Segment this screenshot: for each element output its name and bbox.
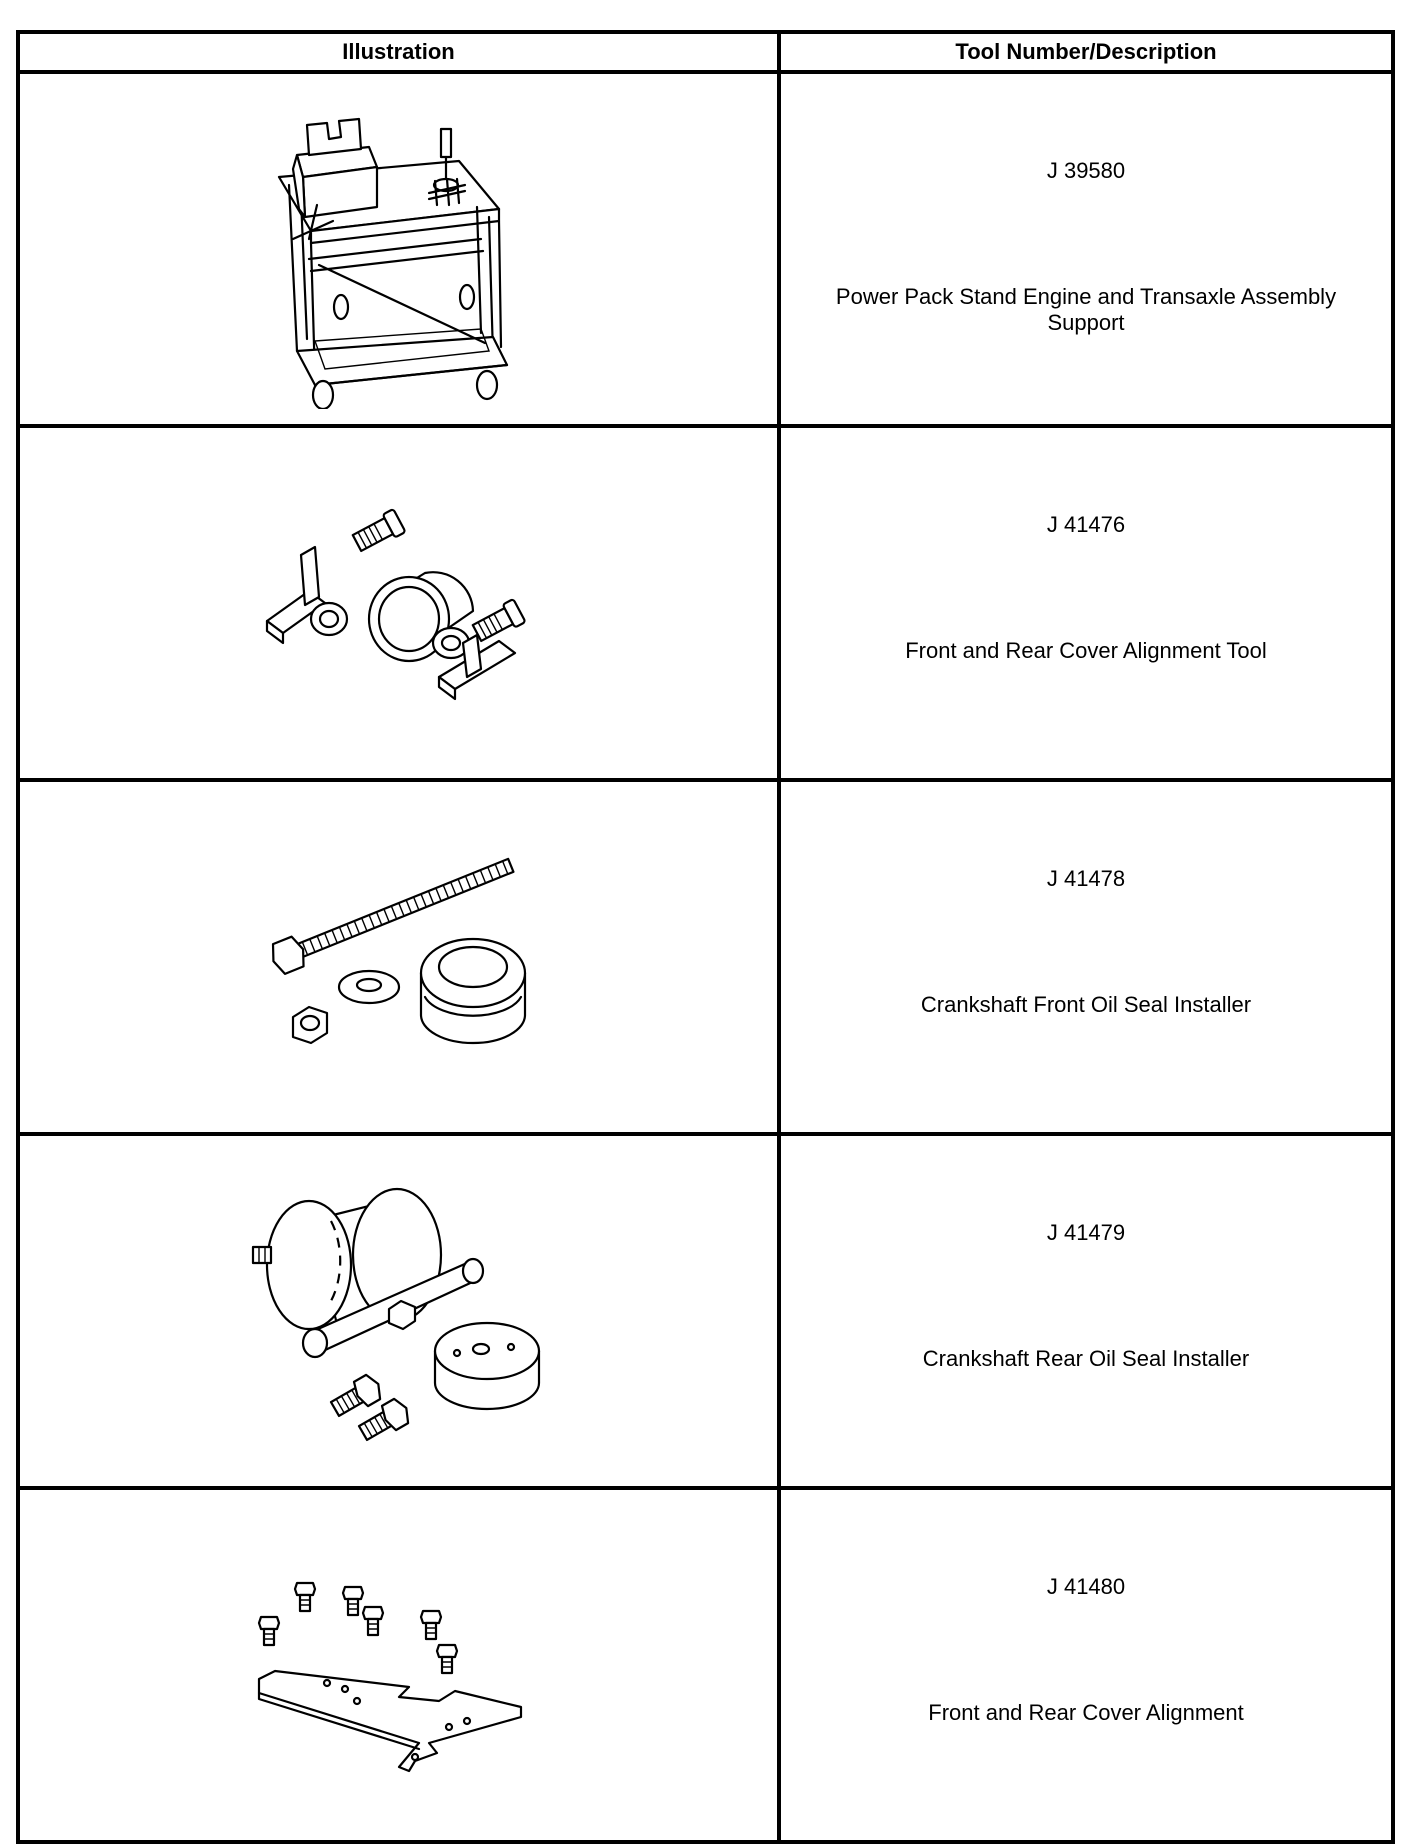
description-cell: J 39580 Power Pack Stand Engine and Tran… bbox=[777, 70, 1395, 428]
illustration-cell bbox=[16, 424, 781, 782]
description-cell: J 41476 Front and Rear Cover Alignment T… bbox=[777, 424, 1395, 782]
column-header-tool-number: Tool Number/Description bbox=[777, 30, 1395, 74]
table-row: J 39580 Power Pack Stand Engine and Tran… bbox=[16, 70, 1395, 428]
table-row: J 41480 Front and Rear Cover Alignment bbox=[16, 1486, 1395, 1844]
rear-seal-installer-illustration bbox=[251, 1187, 540, 1442]
table-header-row: Illustration Tool Number/Description bbox=[16, 30, 1395, 74]
column-header-illustration: Illustration bbox=[16, 30, 781, 74]
tool-number: J 41480 bbox=[1046, 1574, 1126, 1599]
tool-description: Front and Rear Cover Alignment Tool bbox=[905, 638, 1267, 663]
table-row: J 41479 Crankshaft Rear Oil Seal Install… bbox=[16, 1132, 1395, 1490]
tool-number: J 39580 bbox=[1046, 158, 1126, 183]
front-seal-installer-illustration bbox=[271, 857, 526, 1045]
cover-alignment-tool-illustration bbox=[265, 508, 526, 701]
illustration-cell bbox=[16, 70, 781, 428]
description-cell: J 41479 Crankshaft Rear Oil Seal Install… bbox=[777, 1132, 1395, 1490]
tool-number: J 41476 bbox=[1046, 512, 1126, 537]
description-cell: J 41478 Crankshaft Front Oil Seal Instal… bbox=[777, 778, 1395, 1136]
alignment-plate-illustration bbox=[257, 1581, 522, 1773]
special-tools-table: Illustration Tool Number/Description bbox=[16, 30, 1395, 1844]
engine-stand-illustration bbox=[277, 117, 508, 409]
illustration-cell bbox=[16, 1486, 781, 1844]
table-row: J 41476 Front and Rear Cover Alignment T… bbox=[16, 424, 1395, 782]
table-row: J 41478 Crankshaft Front Oil Seal Instal… bbox=[16, 778, 1395, 1136]
tool-description: Front and Rear Cover Alignment bbox=[928, 1700, 1244, 1725]
illustration-cell bbox=[16, 1132, 781, 1490]
tool-description: Power Pack Stand Engine and Transaxle As… bbox=[835, 284, 1337, 335]
tool-description: Crankshaft Rear Oil Seal Installer bbox=[922, 1346, 1250, 1371]
illustration-cell bbox=[16, 778, 781, 1136]
description-cell: J 41480 Front and Rear Cover Alignment bbox=[777, 1486, 1395, 1844]
tool-description: Crankshaft Front Oil Seal Installer bbox=[920, 992, 1252, 1017]
tool-number: J 41478 bbox=[1046, 866, 1126, 891]
tool-number: J 41479 bbox=[1046, 1220, 1126, 1245]
